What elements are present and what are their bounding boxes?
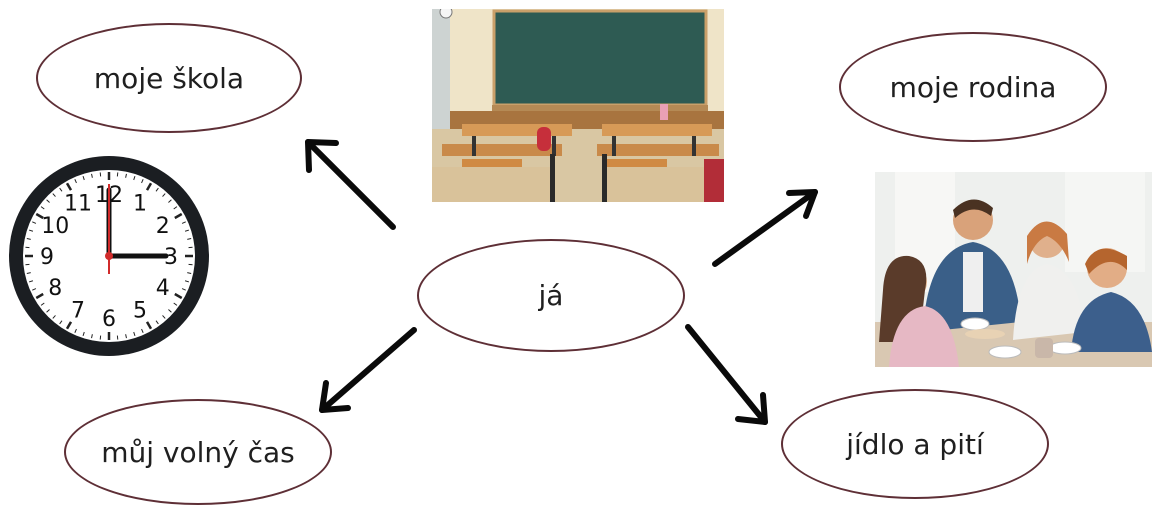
arrow-to-family bbox=[715, 192, 815, 264]
topic-node-school: moje škola bbox=[36, 23, 302, 133]
topic-label-food: jídlo a pití bbox=[846, 428, 984, 461]
topic-label-family: moje rodina bbox=[890, 71, 1057, 104]
arrow-to-food bbox=[688, 327, 765, 422]
topic-label-school: moje škola bbox=[94, 62, 244, 95]
arrow-to-school bbox=[308, 142, 393, 227]
topic-label-free-time: můj volný čas bbox=[101, 436, 295, 469]
center-node: já bbox=[417, 239, 685, 352]
center-label: já bbox=[539, 279, 564, 312]
topic-node-free-time: můj volný čas bbox=[64, 399, 332, 505]
arrow-to-free-time bbox=[322, 330, 414, 410]
topic-node-food: jídlo a pití bbox=[781, 389, 1049, 499]
topic-node-family: moje rodina bbox=[839, 32, 1107, 142]
